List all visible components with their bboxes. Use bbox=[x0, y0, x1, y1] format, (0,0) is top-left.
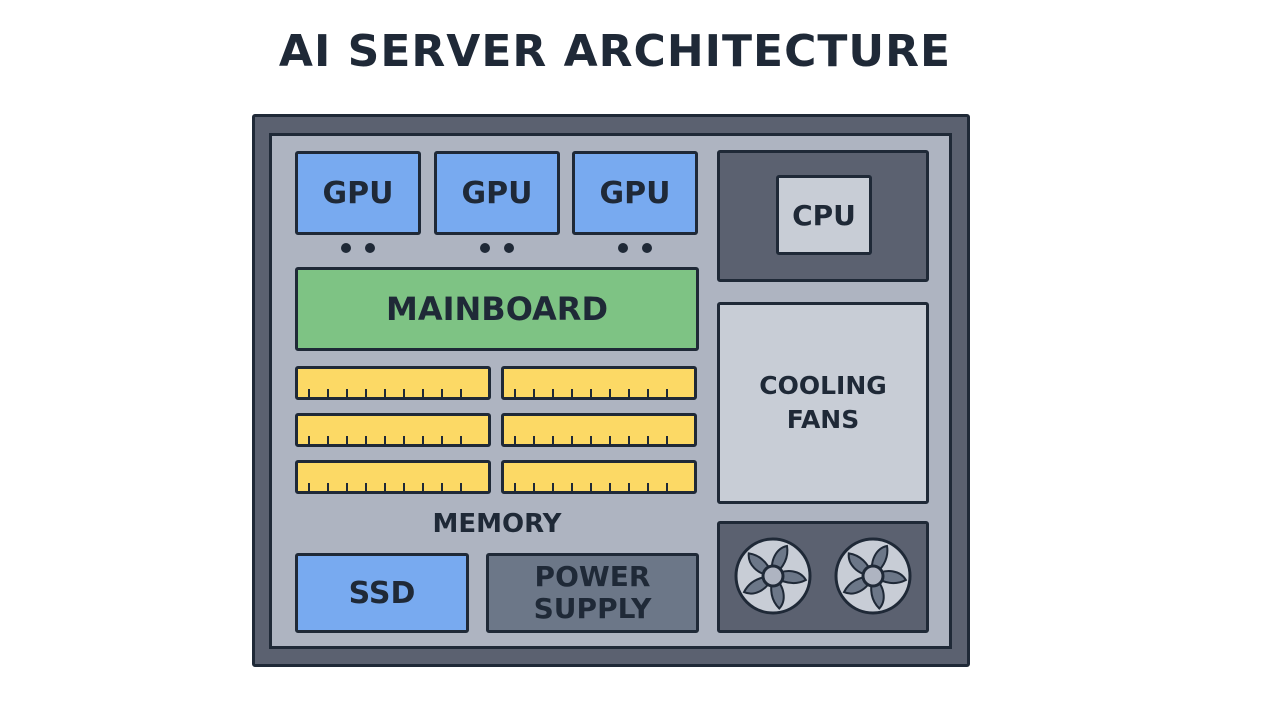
mainboard: MAINBOARD bbox=[295, 267, 699, 351]
gpu-2-connector-dot bbox=[480, 243, 490, 253]
memory-label: MEMORY bbox=[432, 509, 562, 539]
gpu-1: GPU bbox=[295, 151, 421, 235]
gpu-3: GPU bbox=[572, 151, 698, 235]
cooling-label-line1: COOLING bbox=[759, 371, 887, 400]
gpu-2: GPU bbox=[434, 151, 560, 235]
memory-module bbox=[295, 366, 491, 400]
gpu-2-connector-dot bbox=[504, 243, 514, 253]
cooling-label-line2: FANS bbox=[786, 405, 860, 434]
memory-module bbox=[295, 460, 491, 494]
cpu: CPU bbox=[776, 175, 872, 255]
memory-module bbox=[501, 366, 697, 400]
cooling-fans-panel: COOLING FANS bbox=[717, 302, 929, 504]
fan-icon bbox=[734, 537, 812, 615]
memory-module bbox=[501, 413, 697, 447]
power-supply-label-line2: SUPPLY bbox=[533, 592, 652, 625]
memory-module bbox=[295, 413, 491, 447]
memory-module bbox=[501, 460, 697, 494]
gpu-1-connector-dot bbox=[365, 243, 375, 253]
gpu-3-connector-dot bbox=[642, 243, 652, 253]
gpu-3-connector-dot bbox=[618, 243, 628, 253]
page-title: AI SERVER ARCHITECTURE bbox=[278, 26, 952, 77]
gpu-1-connector-dot bbox=[341, 243, 351, 253]
fan-icon bbox=[834, 537, 912, 615]
power-supply-label-line1: POWER bbox=[534, 560, 651, 593]
ssd: SSD bbox=[295, 553, 469, 633]
power-supply: POWER SUPPLY bbox=[486, 553, 699, 633]
